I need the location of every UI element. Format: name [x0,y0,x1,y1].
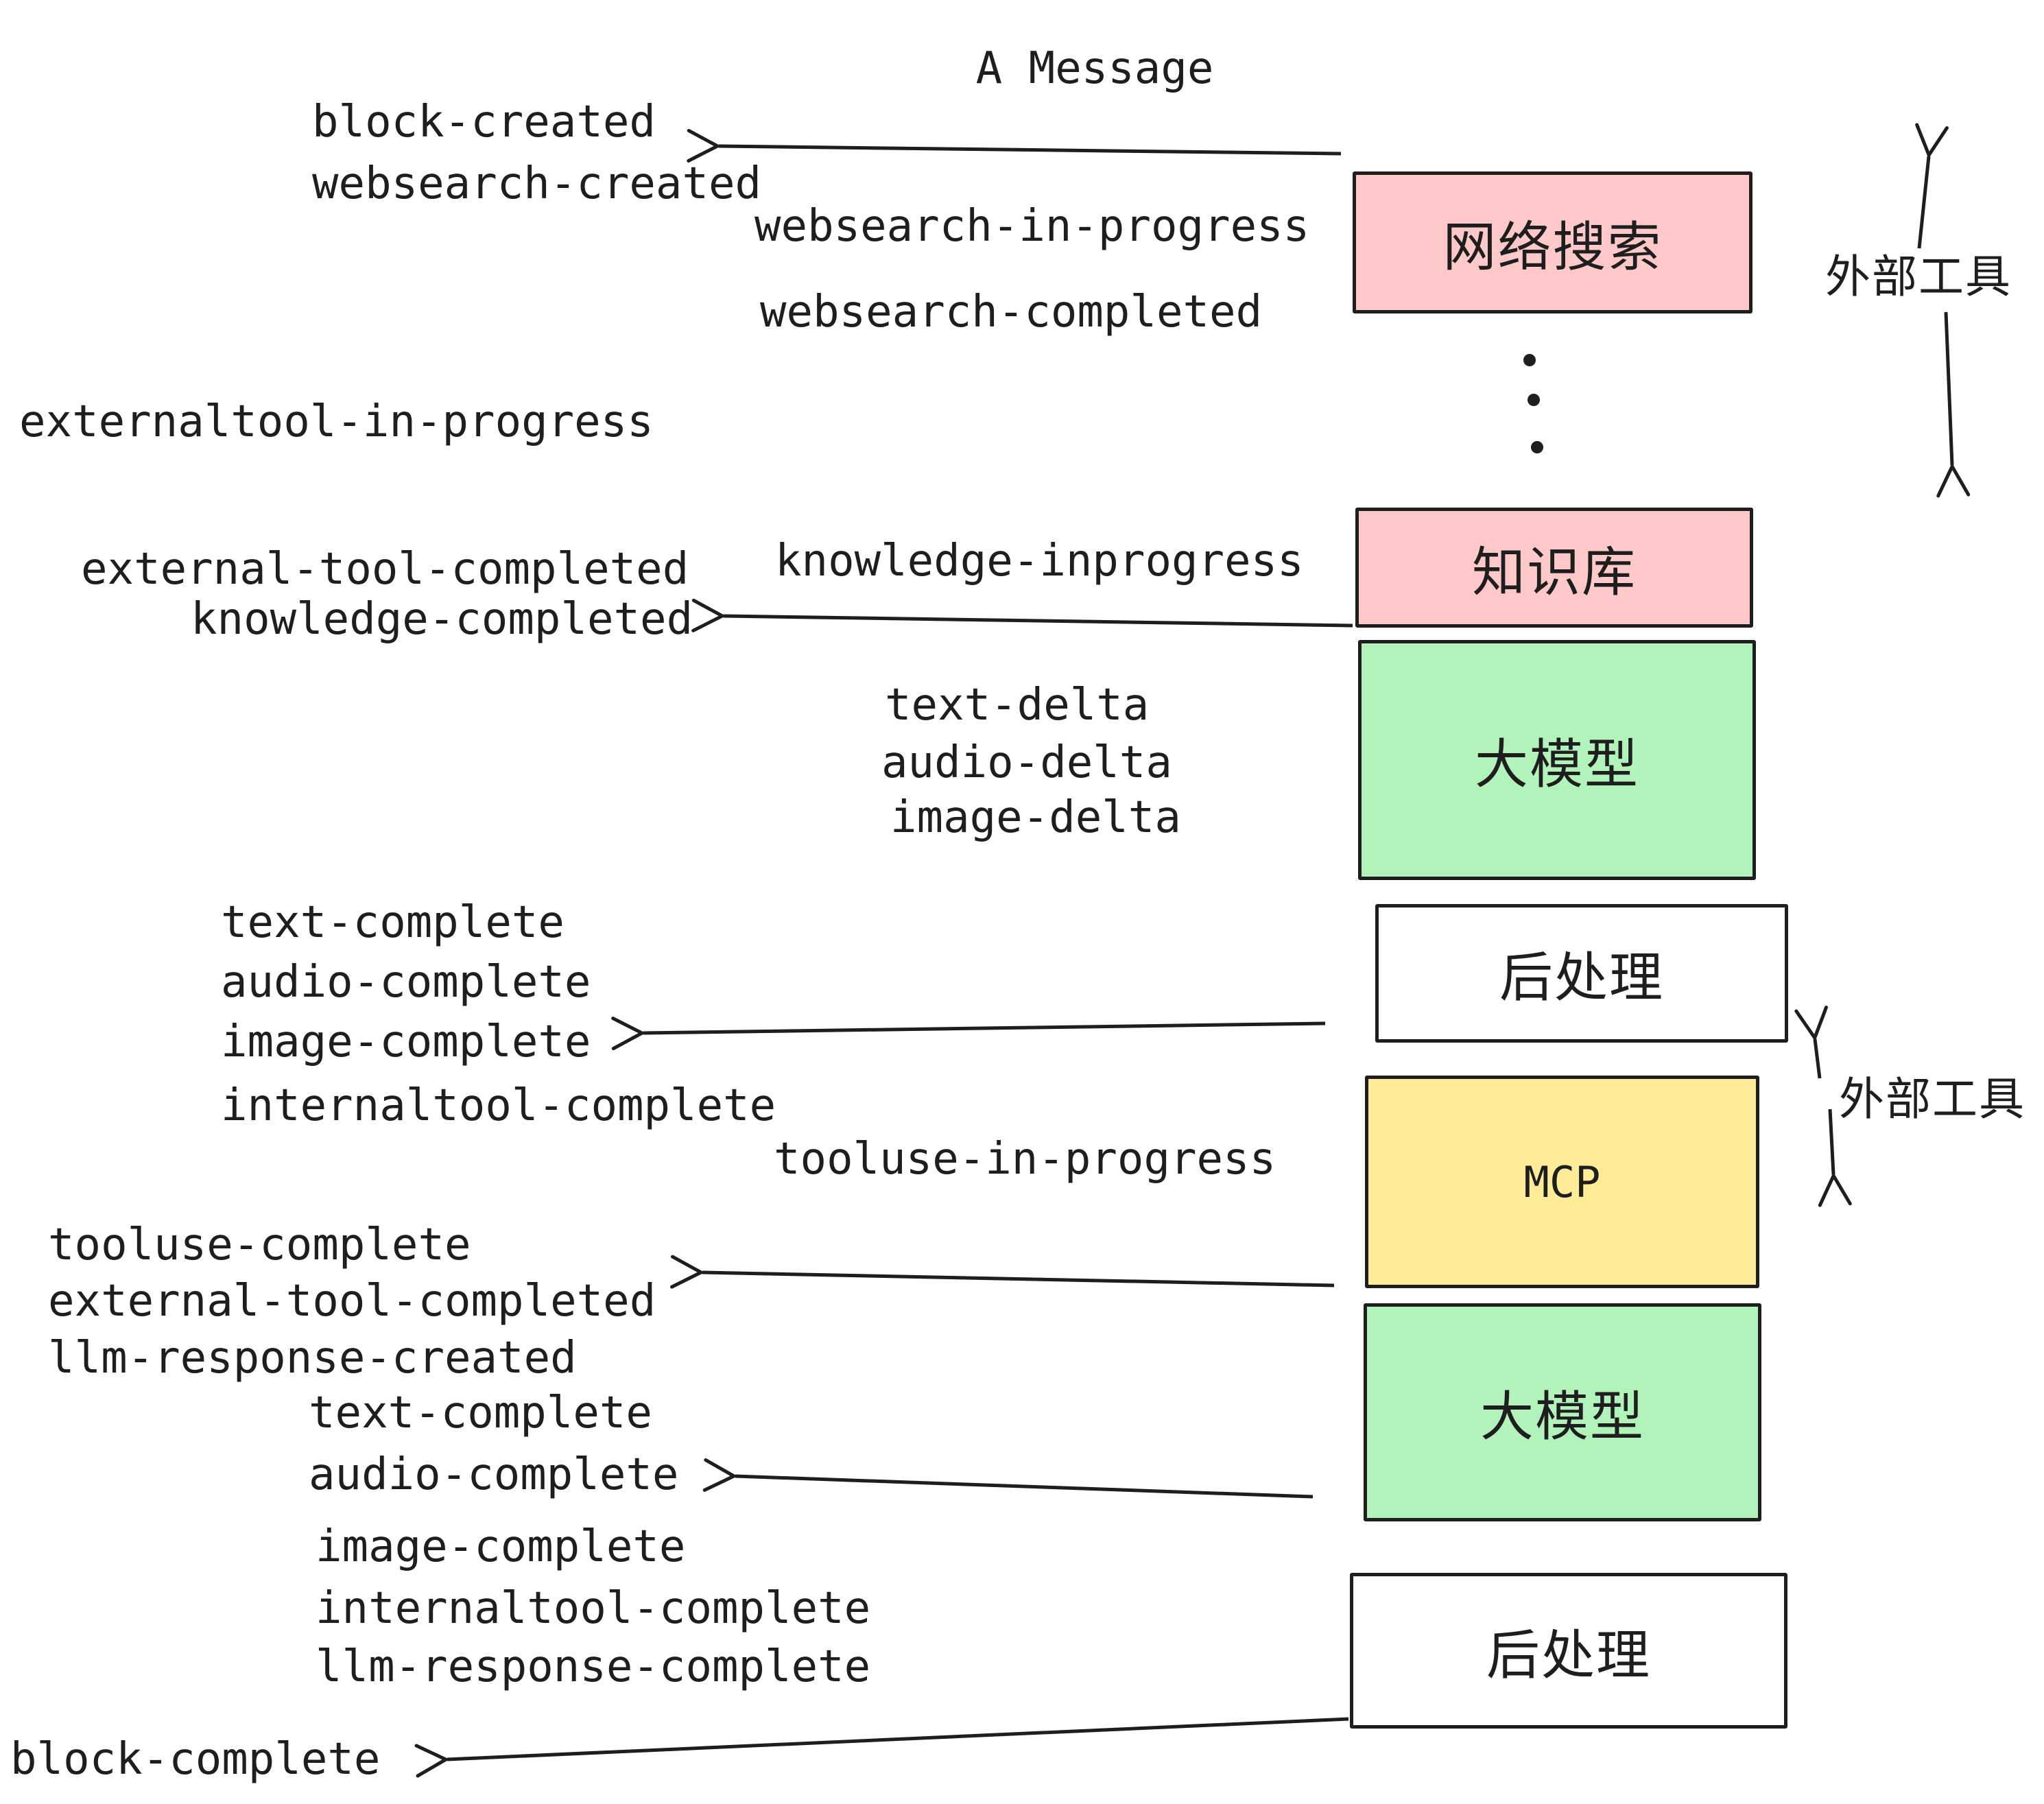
event-llm-response-created: llm-response-created [48,1333,577,1384]
external-tools-down-arrow-1 [1936,311,1971,498]
external-tools-label-1: 外部工具 [1825,250,2012,303]
event-image-complete-2: image-complete [316,1521,686,1572]
event-externaltool-in-progress: externaltool-in-progress [19,396,654,447]
event-internaltool-complete-2: internaltool-complete [316,1583,871,1634]
arrow-websearch-to-block-created [687,128,1342,163]
box-llm-1-label: 大模型 [1474,734,1639,796]
box-postprocess-1-label: 后处理 [1499,947,1664,1009]
diagram-title: A Message [975,43,1214,94]
event-text-complete: text-complete [221,897,565,948]
event-websearch-completed: websearch-completed [760,287,1263,337]
event-tooluse-in-progress: tooluse-in-progress [774,1134,1276,1185]
box-knowledge-base-label: 知识库 [1471,541,1637,604]
event-block-complete: block-complete [10,1734,381,1785]
event-tooluse-complete: tooluse-complete [48,1220,471,1270]
box-llm-1: 大模型 [1358,640,1756,880]
event-internaltool-complete: internaltool-complete [221,1080,776,1131]
box-postprocess-1: 后处理 [1375,904,1788,1043]
box-mcp: MCP [1365,1076,1759,1288]
event-audio-delta: audio-delta [881,737,1172,788]
event-text-complete-2: text-complete [309,1388,652,1438]
event-text-delta: text-delta [885,680,1150,731]
external-tools-up-arrow-2 [1794,1006,1828,1079]
event-knowledge-inprogress: knowledge-inprogress [775,536,1304,586]
event-audio-complete-2: audio-complete [309,1449,679,1500]
box-llm-2: 大模型 [1364,1303,1761,1521]
arrow-postprocess2-to-block-complete [414,1717,1349,1778]
box-websearch: 网络搜索 [1353,171,1752,313]
event-external-tool-completed-2: external-tool-completed [48,1276,656,1327]
arrow-postprocess-to-image-complete [611,1017,1326,1051]
event-block-created: block-created [312,97,656,147]
event-external-tool-completed: external-tool-completed [81,544,689,595]
box-knowledge-base: 知识库 [1355,508,1753,628]
external-tools-down-arrow-2 [1818,1108,1852,1207]
box-postprocess-2: 后处理 [1350,1573,1787,1729]
event-audio-complete: audio-complete [221,957,591,1008]
event-image-complete: image-complete [221,1017,591,1067]
event-websearch-created: websearch-created [312,158,762,209]
event-image-delta: image-delta [890,792,1181,843]
arrow-llm2-to-audio-complete [702,1458,1314,1499]
box-llm-2-label: 大模型 [1479,1386,1645,1448]
box-postprocess-2-label: 后处理 [1486,1624,1651,1687]
event-llm-response-complete: llm-response-complete [316,1641,871,1692]
external-tools-label-2: 外部工具 [1839,1073,2025,1126]
external-tools-up-arrow-1 [1915,123,1949,249]
arrow-mcp-to-tooluse-complete [670,1255,1335,1289]
event-knowledge-completed: knowledge-completed [191,594,693,645]
box-mcp-label: MCP [1523,1156,1601,1207]
arrow-llm-to-knowledge-completed [691,598,1353,632]
ellipsis-dots-icon [1523,354,1543,453]
event-websearch-in-progress: websearch-in-progress [754,201,1310,252]
box-websearch-label: 网络搜索 [1442,216,1663,278]
